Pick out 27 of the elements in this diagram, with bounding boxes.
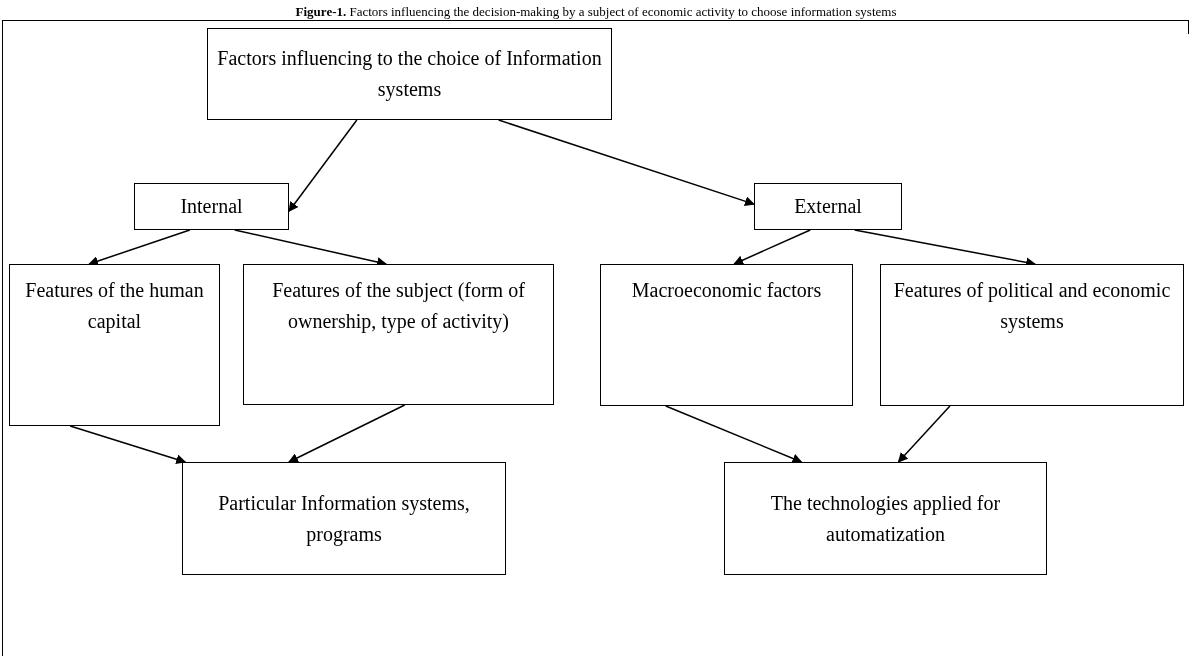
arrow xyxy=(69,425,187,465)
box-text: External xyxy=(794,194,862,219)
box-text: Features of the subject (form of ownership, type of activity) xyxy=(271,278,526,335)
box-text: Factors influencing to the choice of Information systems xyxy=(216,46,603,103)
factor-box xyxy=(754,183,902,230)
factor-box xyxy=(724,462,1047,575)
box-text: Internal xyxy=(180,194,243,219)
figure-title: Figure-1. Factors influencing the decision-making by a subject of economic activity to choose information systems xyxy=(294,4,898,20)
arrow xyxy=(88,229,191,266)
box-text: Particular Information systems, programs xyxy=(217,490,471,548)
box-text: The technologies applied for automatization xyxy=(769,490,1002,547)
arrow xyxy=(497,119,755,207)
arrow xyxy=(733,229,811,265)
factor-box xyxy=(243,264,554,405)
arrow xyxy=(897,405,951,463)
factor-box xyxy=(134,183,289,230)
factor-box xyxy=(182,462,506,575)
arrow xyxy=(288,404,406,463)
box-text: Features of political and economic systems xyxy=(892,278,1172,335)
box-text: Macroeconomic factors xyxy=(631,278,822,303)
factor-box xyxy=(9,264,220,426)
factor-box xyxy=(600,264,853,406)
factor-box xyxy=(880,264,1184,406)
box-text: Features of the human capital xyxy=(24,278,205,335)
factor-box xyxy=(207,28,612,120)
arrow xyxy=(665,405,803,464)
arrow xyxy=(288,119,358,212)
